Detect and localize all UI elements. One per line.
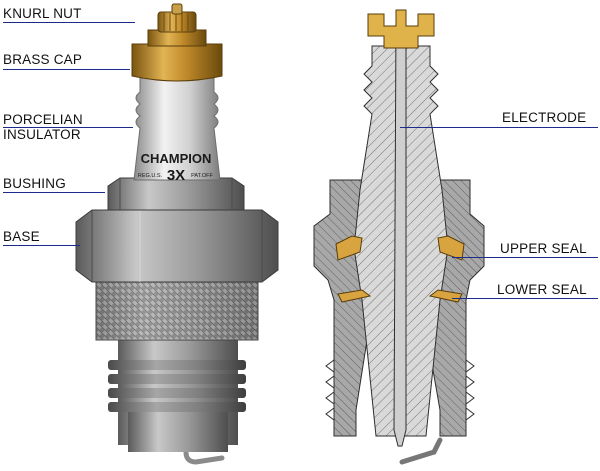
brand-text: CHAMPION [141, 151, 212, 166]
lower-seal-right [428, 289, 463, 303]
ground-electrode [183, 425, 225, 465]
tip-body [128, 412, 228, 452]
model-text: 3X [167, 167, 185, 184]
leader-upper-seal [452, 257, 598, 258]
label-lower-seal: LOWER SEAL [497, 282, 587, 297]
leader-porcelain [3, 127, 133, 128]
label-upper-seal: UPPER SEAL [500, 241, 587, 256]
threads [108, 360, 246, 412]
leader-base [3, 245, 80, 246]
lower-seal-left [337, 289, 372, 303]
leader-brass-cap [3, 69, 130, 70]
porcelain-insulator [133, 77, 221, 181]
label-porcelain-line2: INSULATOR [3, 127, 81, 142]
leader-lower-seal [452, 298, 598, 299]
pat-text: PAT.OFF [191, 173, 213, 179]
reg-text: REG.U.S. [138, 173, 163, 179]
leader-bushing [3, 192, 105, 193]
thread-profile [325, 359, 475, 421]
center-electrode [393, 19, 407, 447]
label-base: BASE [3, 229, 40, 244]
label-bushing: BUSHING [3, 176, 66, 191]
ground-electrode-section [399, 437, 443, 465]
label-electrode: ELECTRODE [502, 110, 587, 125]
label-knurl-nut: KNURL NUT [3, 6, 82, 21]
cross-section-view [313, 9, 485, 465]
upper-seal-left [335, 235, 363, 261]
leader-knurl-nut [3, 22, 135, 23]
brass-cap [131, 43, 223, 82]
insulator-print: CHAMPION 3X REG.U.S. PAT.OFF [138, 151, 214, 184]
label-porcelain-line1: PORCELIAN [3, 112, 83, 127]
label-brass-cap: BRASS CAP [3, 52, 83, 67]
base-hex [75, 209, 279, 283]
exterior-view [75, 3, 279, 465]
leader-electrode [400, 127, 598, 128]
brass-top-section [367, 9, 435, 49]
